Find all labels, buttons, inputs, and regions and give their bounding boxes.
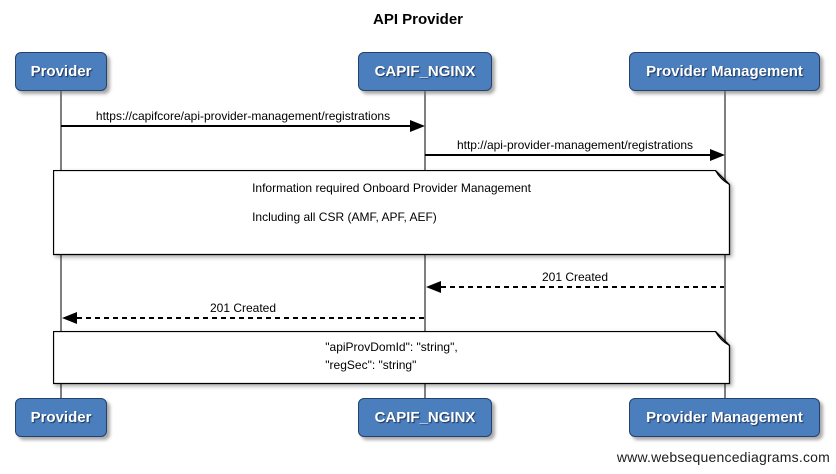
- message-4-line: [77, 317, 424, 319]
- note-2: "apiProvDomId": "string", "regSec": "str…: [53, 331, 730, 384]
- note-1: Information required Onboard Provider Ma…: [53, 170, 730, 255]
- message-4-arrowhead-left-icon: [62, 312, 77, 324]
- actor-box-provider-management-top: Provider Management: [629, 52, 820, 91]
- message-2-line: [425, 154, 711, 156]
- message-1-arrowhead-right-icon: [410, 120, 425, 132]
- note-1-line-1: Information required Onboard Provider Ma…: [252, 181, 531, 195]
- diagram-title: API Provider: [372, 11, 464, 28]
- note-2-fold-icon: [714, 331, 730, 347]
- message-1-label: https://capifcore/api-provider-managemen…: [95, 109, 391, 123]
- actor-box-provider-bottom: Provider: [15, 398, 107, 437]
- actor-box-provider-top: Provider: [15, 52, 107, 91]
- actor-box-provider-management-bottom: Provider Management: [629, 398, 820, 437]
- note-1-shape: [53, 170, 731, 256]
- note-2-line-2: "regSec": "string": [325, 358, 417, 372]
- note-1-fold-icon: [714, 170, 730, 186]
- message-3-label: 201 Created: [541, 270, 609, 284]
- message-3-arrowhead-left-icon: [426, 281, 441, 293]
- actor-box-capif-nginx-top: CAPIF_NGINX: [358, 52, 492, 91]
- note-2-line-1: "apiProvDomId": "string",: [325, 340, 458, 354]
- message-4-label: 201 Created: [209, 301, 277, 315]
- actor-box-capif-nginx-bottom: CAPIF_NGINX: [358, 398, 492, 437]
- websequencediagrams-watermark: www.websequencediagrams.com: [616, 449, 830, 465]
- message-1-line: [61, 125, 411, 127]
- note-1-line-2: Including all CSR (AMF, APF, AEF): [252, 210, 437, 224]
- message-2-label: http://api-provider-management/registrat…: [456, 138, 694, 152]
- message-3-line: [441, 286, 724, 288]
- message-2-arrowhead-right-icon: [710, 149, 725, 161]
- note-2-shape: [53, 331, 731, 385]
